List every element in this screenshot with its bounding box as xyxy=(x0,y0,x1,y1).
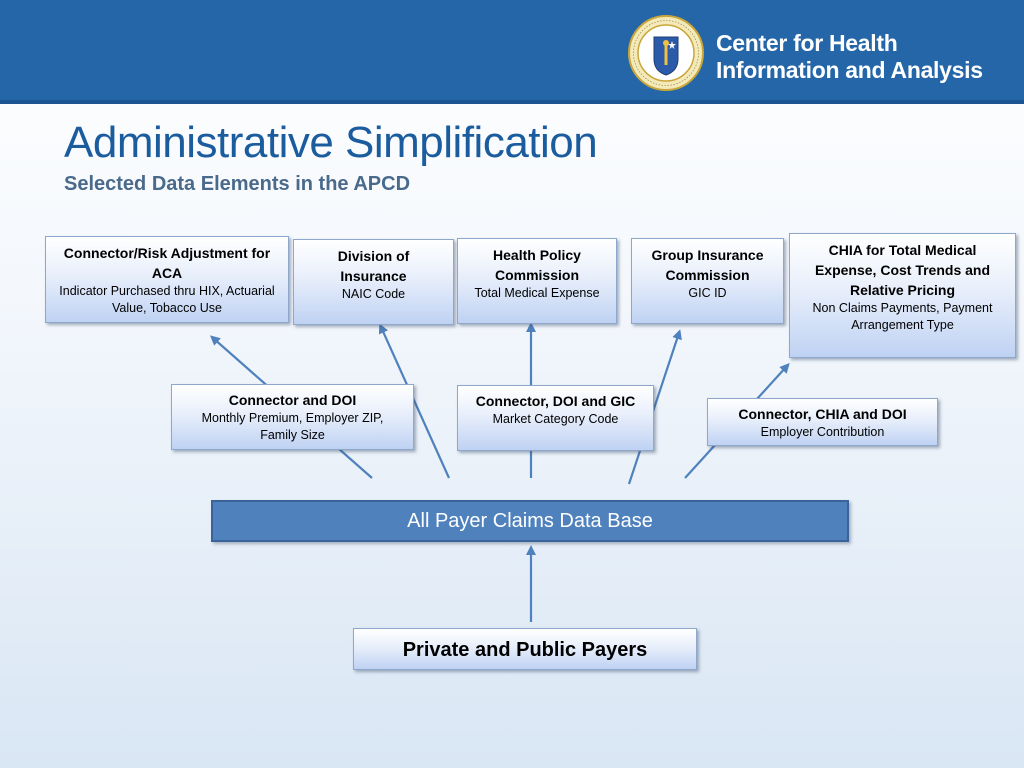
box-detail: Non Claims Payments, Payment Arrangement… xyxy=(812,301,993,332)
header-bar: Center for Health Information and Analys… xyxy=(0,0,1024,104)
organization-name: Center for Health Information and Analys… xyxy=(716,30,983,84)
box-title: Connector, DOI and GIC xyxy=(475,393,636,409)
organization-name-line1: Center for Health xyxy=(716,30,898,56)
box-chia: CHIA for Total Medical Expense, Cost Tre… xyxy=(789,233,1016,358)
massachusetts-seal-icon xyxy=(628,15,704,91)
organization-name-line2: Information and Analysis xyxy=(716,57,983,83)
box-division-of-insurance: Division of Insurance NAIC Code xyxy=(293,239,454,325)
box-title: Group Insurance Commission xyxy=(651,247,764,283)
box-title: CHIA for Total Medical Expense, Cost Tre… xyxy=(814,242,991,298)
box-connector-and-doi: Connector and DOI Monthly Premium, Emplo… xyxy=(171,384,414,450)
box-detail: Monthly Premium, Employer ZIP, Family Si… xyxy=(201,411,384,442)
box-title: Connector, CHIA and DOI xyxy=(738,406,907,422)
private-and-public-payers-box: Private and Public Payers xyxy=(353,628,697,670)
box-title: Connector/Risk Adjustment for ACA xyxy=(63,245,271,281)
box-detail: GIC ID xyxy=(688,286,727,300)
page-title: Administrative Simplification xyxy=(64,118,598,167)
box-detail: Market Category Code xyxy=(492,412,619,426)
box-detail: Indicator Purchased thru HIX, Actuarial … xyxy=(59,284,275,315)
box-group-insurance-commission: Group Insurance Commission GIC ID xyxy=(631,238,784,324)
box-detail: Total Medical Expense xyxy=(474,286,600,300)
page-subtitle: Selected Data Elements in the APCD xyxy=(64,173,411,195)
box-title: Division of Insurance xyxy=(337,248,410,284)
arrow-to-group-insurance xyxy=(627,329,682,485)
box-detail: Employer Contribution xyxy=(760,425,885,439)
box-connector-chia-doi: Connector, CHIA and DOI Employer Contrib… xyxy=(707,398,938,446)
box-connector-risk-adjustment: Connector/Risk Adjustment for ACA Indica… xyxy=(45,236,289,323)
arrow-to-division-of-insurance xyxy=(378,323,451,479)
box-title: Health Policy Commission xyxy=(493,247,581,283)
box-health-policy-commission: Health Policy Commission Total Medical E… xyxy=(457,238,617,324)
box-connector-doi-gic: Connector, DOI and GIC Market Category C… xyxy=(457,385,654,451)
all-payer-claims-database: All Payer Claims Data Base xyxy=(211,500,849,542)
box-detail: NAIC Code xyxy=(341,287,406,301)
box-title: Connector and DOI xyxy=(228,392,357,408)
